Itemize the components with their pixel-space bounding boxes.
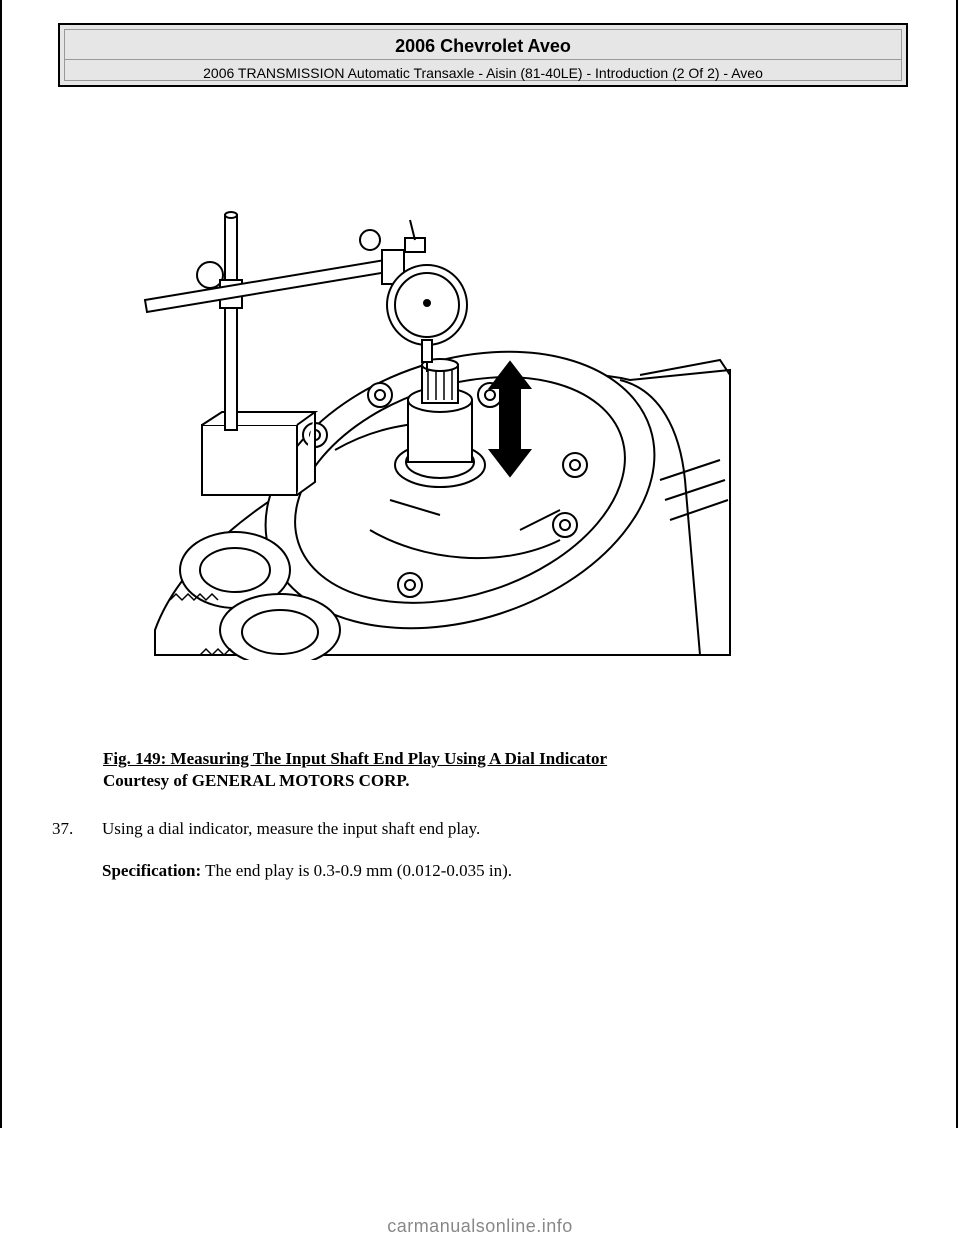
spec-label: Specification: xyxy=(102,861,202,880)
spec-text: The end play is 0.3-0.9 mm (0.012-0.035 … xyxy=(201,861,512,880)
step-number: 37. xyxy=(52,819,74,838)
document-header: 2006 Chevrolet Aveo 2006 TRANSMISSION Au… xyxy=(58,23,908,87)
dial-indicator-illustration xyxy=(143,211,731,660)
figure-courtesy: Courtesy of GENERAL MOTORS CORP. xyxy=(103,771,410,790)
header-inner: 2006 Chevrolet Aveo 2006 TRANSMISSION Au… xyxy=(64,29,902,81)
step-text: Using a dial indicator, measure the inpu… xyxy=(102,819,481,838)
page-border xyxy=(0,0,958,1128)
figure-title: Fig. 149: Measuring The Input Shaft End … xyxy=(103,749,608,768)
specification: Specification: The end play is 0.3-0.9 m… xyxy=(102,860,512,882)
header-divider xyxy=(65,59,901,60)
footer-watermark: carmanualsonline.info xyxy=(387,1216,573,1236)
figure-caption: Fig. 149: Measuring The Input Shaft End … xyxy=(103,748,607,792)
header-title: 2006 Chevrolet Aveo xyxy=(395,36,571,56)
header-subtitle: 2006 TRANSMISSION Automatic Transaxle - … xyxy=(203,65,763,81)
